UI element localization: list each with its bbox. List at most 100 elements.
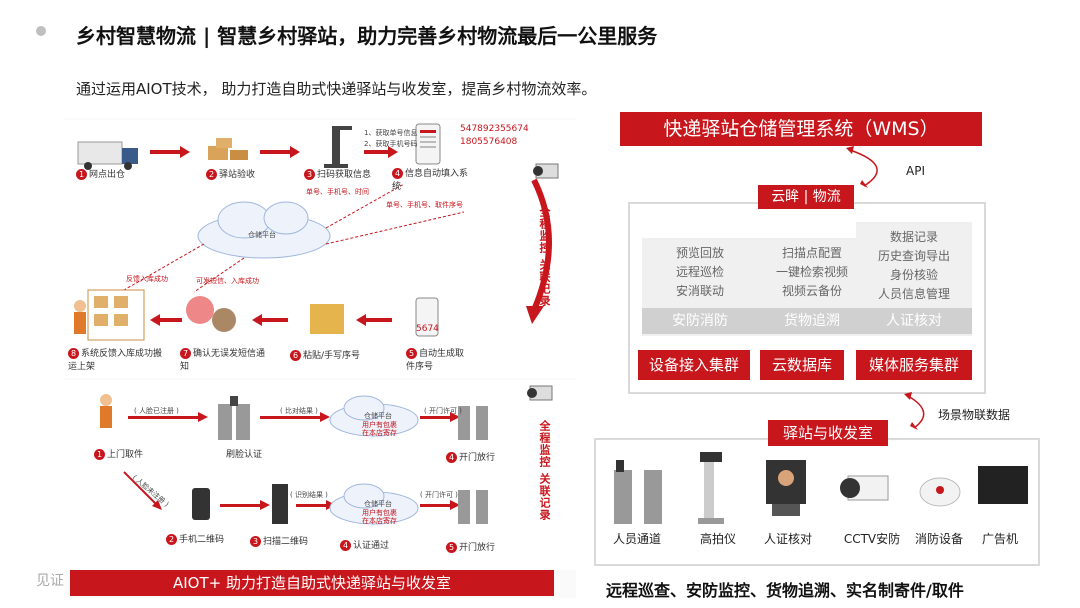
parcel-icon: [310, 304, 344, 334]
inbound-flow-panel: [64, 120, 576, 378]
api-label: API: [906, 164, 925, 178]
arrow-line: [123, 471, 157, 505]
arrow-icon: [150, 314, 182, 326]
flow-tiny-label: 可发短信、入库成功: [196, 277, 259, 285]
wms-title-banner: 快递驿站仓储管理系统（WMS）: [620, 112, 982, 146]
cloud-label: 仓储平台: [364, 500, 392, 508]
arrow-icon: [220, 500, 270, 510]
title-bullet-icon: [36, 26, 46, 36]
step-label: 刷脸认证: [226, 450, 263, 460]
cloud-icon: [197, 201, 331, 259]
worker-icon: [74, 300, 86, 334]
right-footer-text: 远程巡查、安防监控、货物追溯、实名制寄件/取件: [606, 581, 964, 600]
device-label: CCTV安防: [843, 532, 901, 546]
turnstile-icon: [614, 460, 662, 524]
parcels-icon: [208, 138, 248, 160]
phone-icon: [415, 297, 439, 337]
arrow-icon: [420, 412, 460, 422]
paren-label: ( 开门许可 ): [420, 491, 458, 499]
gate-icon: [458, 406, 488, 440]
cluster-badge: 媒体服务集群: [856, 350, 972, 380]
feature-column-footer: 安防消防: [642, 308, 758, 334]
watermark-text: 见证: [36, 573, 64, 589]
shelf-icon: [87, 289, 145, 341]
cloud-label: 仓储平台: [248, 231, 276, 239]
cloud-note: 在本店寄存: [362, 517, 397, 525]
monitor-vertical-label: 全程监控 关联记录: [538, 420, 551, 521]
pickup-flow-diagram: [100, 385, 553, 525]
feature-column-footer: 人证核对: [856, 308, 972, 334]
phone-icon: [415, 123, 441, 165]
scene-data-label: 场景物联数据: [938, 408, 1011, 422]
page-subtitle: 通过运用AIOT技术， 助力打造自助式快递驿站与收发室，提高乡村物流效率。: [76, 80, 597, 98]
smoke-detector-icon: [919, 477, 961, 507]
arrow-icon: [260, 146, 300, 158]
gate-icon: [218, 396, 250, 440]
inbound-flow-diagram: [74, 123, 559, 341]
cluster-badge: 云数据库: [760, 350, 844, 380]
cloud-note: 在本店寄存: [362, 429, 397, 437]
pickup-flow-panel: [64, 380, 576, 570]
display-screen-icon: [978, 466, 1028, 504]
scene-arrow-icon: [904, 392, 925, 430]
cluster-badge: 设备接入集群: [638, 350, 750, 380]
devices-illustration: [614, 452, 1028, 524]
monitor-vertical-label: 全程监控 关联记录: [538, 206, 551, 307]
yunmou-title: 云眸 | 物流: [758, 185, 854, 209]
arrow-icon: [356, 314, 392, 326]
station-title: 驿站与收发室: [768, 420, 888, 446]
feature-column-footer: 货物追溯: [754, 308, 870, 334]
api-arrow-icon: [846, 146, 878, 188]
arrow-icon: [128, 412, 208, 422]
scan-note: 2、获取手机号码: [364, 140, 418, 148]
cloud-icon: [329, 395, 419, 437]
arrow-icon: [260, 412, 330, 422]
flow-tiny-label: 单号、手机号、时间: [306, 188, 369, 196]
paren-label: ( 开门许可 ): [424, 407, 462, 415]
paren-label: ( 人脸已注册 ): [134, 407, 179, 415]
page-title: 乡村智慧物流 | 智慧乡村驿站，助力完善乡村物流最后一公里服务: [76, 24, 658, 48]
cloud-label: 仓储平台: [364, 412, 392, 420]
device-label: 广告机: [981, 532, 1018, 546]
document-scanner-icon: [698, 452, 724, 524]
station-box: [594, 438, 1040, 566]
qr-scanner-icon: [272, 484, 288, 524]
arrow-icon: [420, 500, 460, 510]
flow-tiny-label: 反馈入库成功: [126, 275, 168, 283]
cloud-icon: [329, 483, 419, 525]
device-label: 人证核对: [763, 532, 812, 546]
phone-number: 1805576408: [460, 137, 518, 147]
tracking-number: 547892355674: [460, 124, 529, 134]
scanner-icon: [324, 126, 352, 168]
id-verification-icon: [766, 460, 806, 516]
arrow-icon: [252, 314, 288, 326]
arrow-icon: [364, 146, 398, 158]
device-label: 人员通道: [612, 532, 661, 546]
left-footer-banner: AIOT+ 助力打造自助式快递驿站与收发室: [70, 570, 554, 596]
cctv-camera-icon: [840, 475, 889, 501]
device-label: 高拍仪: [699, 532, 736, 546]
people-icon: [186, 296, 236, 332]
person-icon: [100, 394, 112, 428]
paren-label: ( 比对结果 ): [280, 407, 318, 415]
arrow-icon: [150, 146, 190, 158]
flow-tiny-label: 单号、手机号、取件序号: [386, 201, 463, 209]
pickup-code: 5674: [416, 324, 439, 334]
paren-label: ( 识别结果 ): [290, 491, 328, 499]
cloud-note: 用户有包裹: [362, 509, 397, 517]
curved-arrow-icon: [531, 178, 552, 312]
